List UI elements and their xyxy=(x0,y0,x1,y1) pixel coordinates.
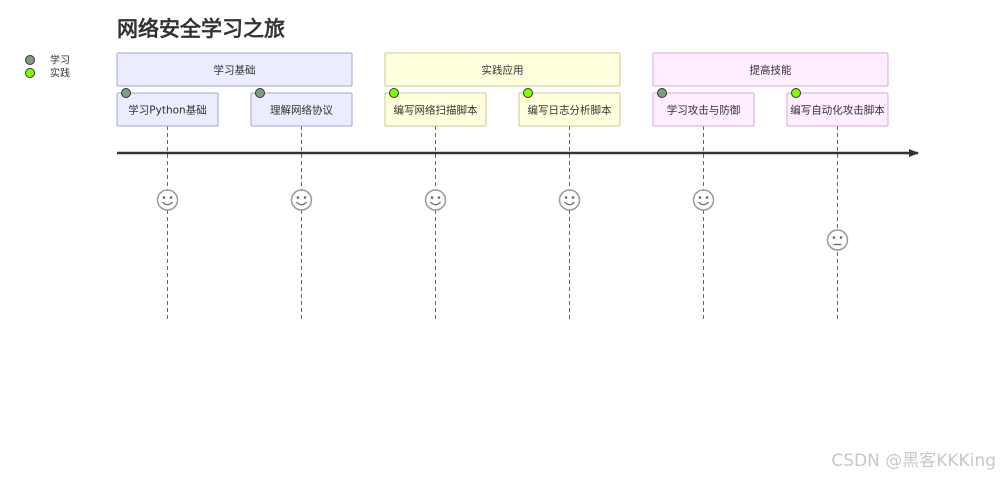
task-box xyxy=(250,92,353,127)
neutral-face-icon xyxy=(826,229,849,251)
task-label: 编写日志分析脚本 xyxy=(528,104,612,117)
diagram-title: 网络安全学习之旅 xyxy=(117,17,285,41)
tasks: 学习Python基础 理解网络协议 编写网络扫描脚本 编写日志分析脚本 学习攻击与防御 编… xyxy=(116,88,889,127)
happy-face-icon xyxy=(424,189,447,211)
section-box xyxy=(652,52,889,87)
section-label: 实践应用 xyxy=(482,64,524,77)
task-label: 学习攻击与防御 xyxy=(667,104,741,117)
section-label: 学习基础 xyxy=(214,64,256,77)
happy-face-icon xyxy=(692,189,715,211)
happy-face-icon xyxy=(558,189,581,211)
actor-dot xyxy=(255,88,265,98)
task-box xyxy=(384,92,487,127)
legend-swatch xyxy=(25,68,35,78)
section-label: 提高技能 xyxy=(750,64,792,77)
legend-label: 实践 xyxy=(50,67,70,80)
task-box xyxy=(786,92,889,127)
actor-dot xyxy=(791,88,801,98)
task-box xyxy=(652,92,755,127)
legend-label: 学习 xyxy=(50,54,70,67)
task-label: 编写自动化攻击脚本 xyxy=(790,104,885,117)
task-label: 学习Python基础 xyxy=(128,104,206,117)
actor-dot xyxy=(389,88,399,98)
actor-dot xyxy=(121,88,131,98)
task-box xyxy=(116,92,219,127)
legend-swatch xyxy=(25,55,35,65)
watermark: CSDN @黑客KKKing xyxy=(831,451,996,471)
score-faces xyxy=(156,189,849,251)
task-label: 编写网络扫描脚本 xyxy=(394,104,478,117)
section-box xyxy=(116,52,353,87)
sections: 学习基础 实践应用 提高技能 xyxy=(116,52,889,87)
happy-face-icon xyxy=(156,189,179,211)
task-dash-lines xyxy=(167,126,838,322)
actor-dot xyxy=(523,88,533,98)
task-box xyxy=(518,92,621,127)
actor-dot xyxy=(657,88,667,98)
section-box xyxy=(384,52,621,87)
happy-face-icon xyxy=(290,189,313,211)
task-label: 理解网络协议 xyxy=(270,104,333,117)
